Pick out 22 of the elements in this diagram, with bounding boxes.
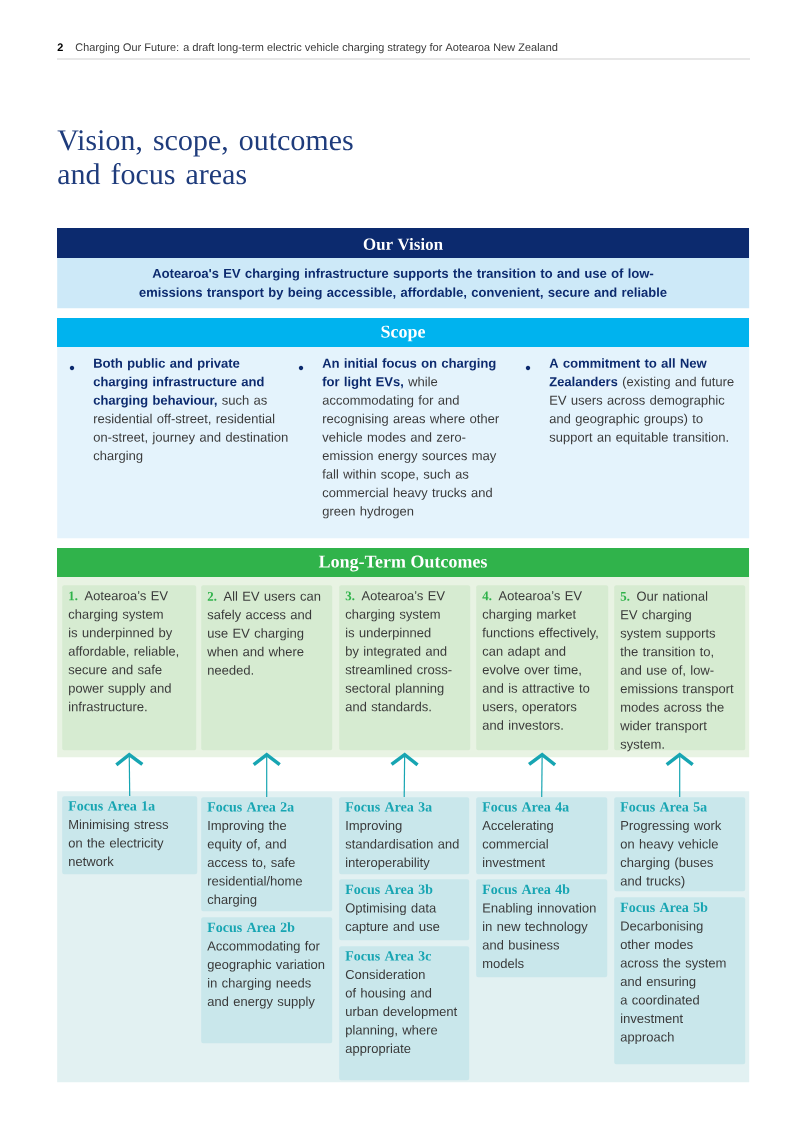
page-number: 2 — [57, 43, 63, 51]
focus-area-card: Focus Area 2b Accommodating for geographic variation in charging needs and energy supply — [201, 917, 333, 1044]
focus-area-card: Focus Area 1a Minimising stress on the electricity network — [62, 796, 198, 875]
focus-area-card: Focus Area 4b Enabling innovation in new technology and business models — [476, 879, 608, 978]
focus-area-card: Focus Area 3a Improving standardisation and interoperability — [339, 797, 470, 875]
focus-area-card: Focus Area 3c Consideration of housing and urban development planning, where appropriate — [339, 946, 470, 1081]
scope-bullet-item: A commitment to all New Zealanders (existing and future EV users across demographic and geographic groups) to support an equitable transition. — [525, 358, 734, 445]
page-title: Vision, scope, outcomes and focus areas — [57, 130, 353, 185]
focus-area-card: Focus Area 4a Accelerating commercial investment — [476, 797, 608, 875]
outcome-card: 2. All EV users can safely access and use EV charging when and where needed. — [201, 585, 333, 751]
running-header: Charging Our Future: a draft long-term electric vehicle charging strategy for Aotearoa New Zealand — [75, 43, 558, 54]
focus-area-card: Focus Area 5a Progressing work on heavy vehicle charging (buses and trucks) — [614, 797, 746, 892]
focus-area-card: Focus Area 2a Improving the equity of, and access to, safe residential/home charging — [201, 797, 333, 912]
outcome-card: 5. Our national EV charging system supports the transition to, and use of, low-emissions transport modes across the wider transport system. — [614, 585, 746, 752]
outcome-card: 1. Aotearoa’s EV charging system is underpinned by affordable, reliable, secure and safe power supply and infrastructure. — [62, 585, 197, 751]
outcome-card: 3. Aotearoa’s EV charging system is underpinned by integrated and streamlined cross-sectoral planning and standards. — [339, 585, 471, 751]
scope-bullet-item: An initial focus on charging for light EVs, while accommodating for and recognising areas where other vehicle modes and zero-emission energy sources may fall within scope, such as commercial heavy trucks and green hydrogen — [298, 358, 499, 519]
focus-area-card: Focus Area 5b Decarbonising other modes across the system and ensuring a coordinated investment approach — [614, 897, 746, 1065]
outcome-card: 4. Aotearoa’s EV charging market functions effectively, can adapt and evolve over time, and is attractive to users, operators and investors. — [476, 585, 609, 751]
vision-panel: Our Vision Aotearoa's EV charging infrastructure supports the transition to and use of low-emissions transport by being accessible, affordable, convenient, secure and reliable — [57, 228, 750, 309]
scope-bullet-item: Both public and private charging infrastructure and charging behaviour, such as residential off-street, residential on-street, journey and destination charging — [69, 358, 288, 463]
focus-area-card: Focus Area 3b Optimising data capture and use — [339, 879, 470, 941]
